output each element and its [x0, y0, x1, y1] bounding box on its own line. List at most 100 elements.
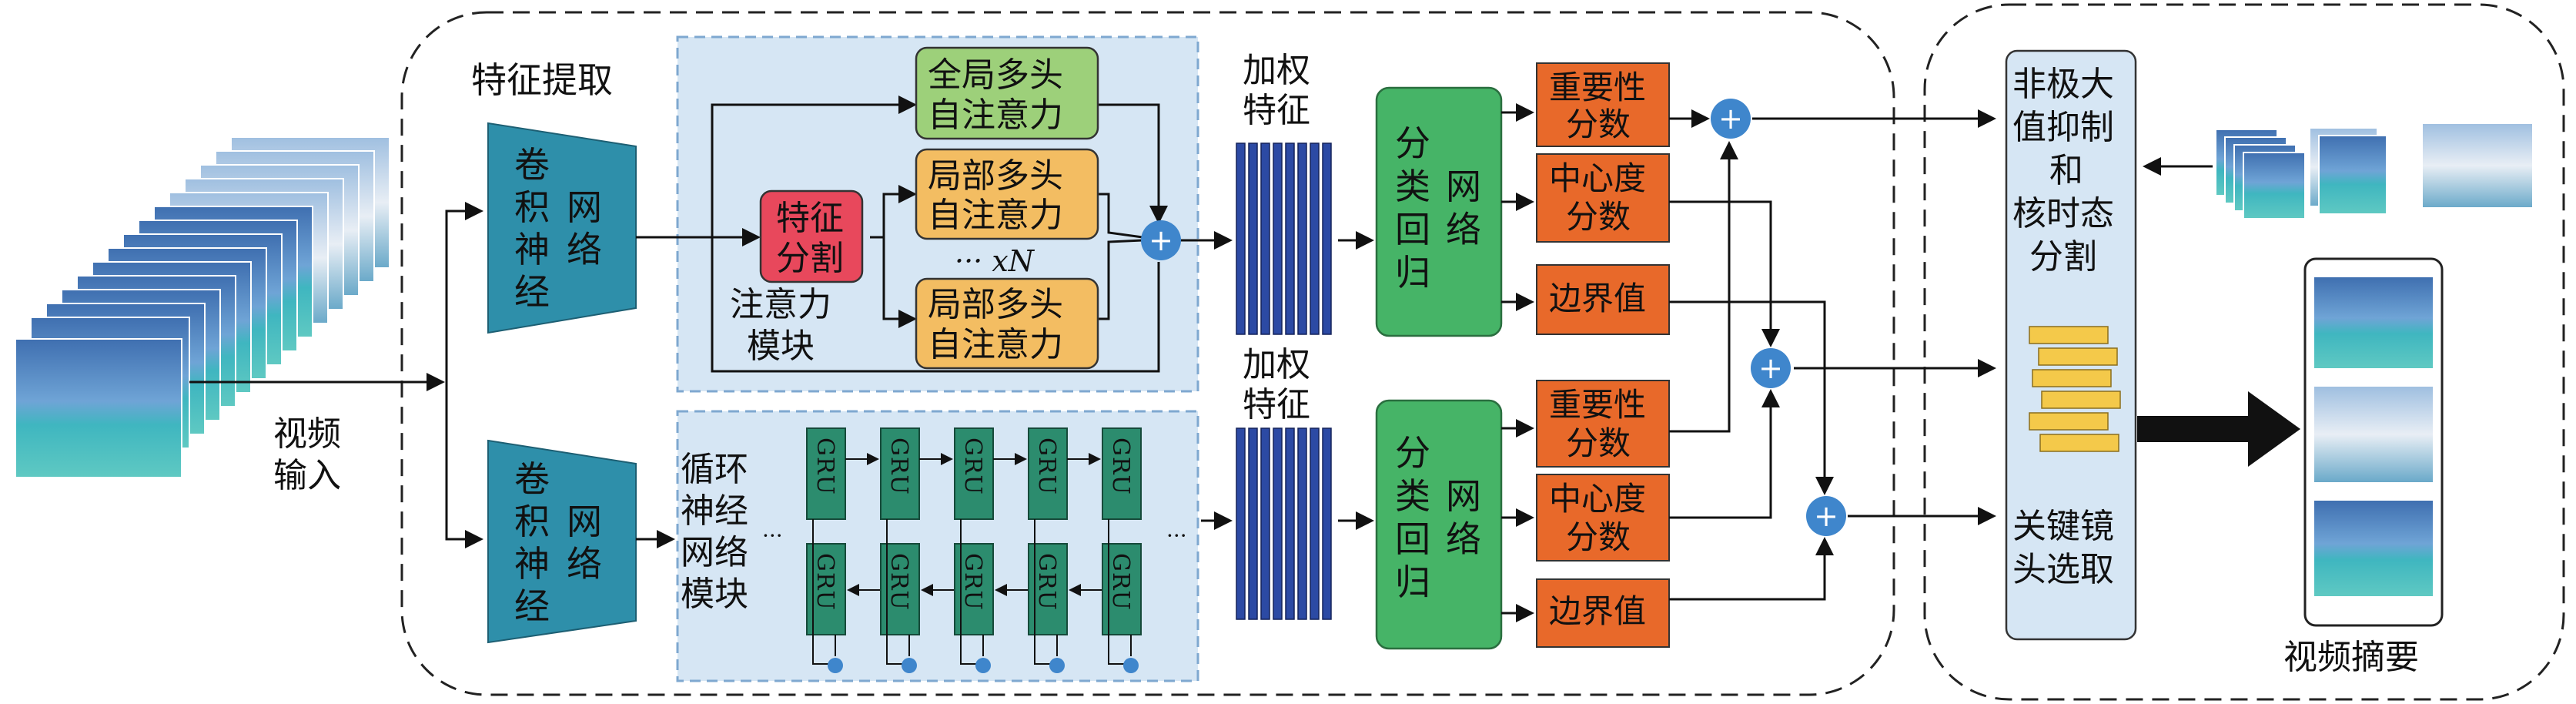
- center-score-bottom: 中心度 分数: [1536, 474, 1670, 562]
- weighted-feature-bar: [1310, 142, 1320, 335]
- weighted-feature-bars-top: [1236, 142, 1332, 335]
- weighted-feature-bar: [1273, 427, 1283, 620]
- svg-text:和: 和: [2049, 151, 2083, 190]
- input-video-frames: [15, 136, 390, 478]
- feature-split-box: 特征 分割: [759, 189, 864, 283]
- segment-bars: [2029, 326, 2121, 452]
- svg-text:神: 神: [514, 543, 550, 585]
- svg-text:GRU: GRU: [1107, 437, 1134, 495]
- svg-text:特征: 特征: [776, 199, 844, 238]
- gru-sum-node: [902, 658, 917, 673]
- svg-text:络: 络: [1446, 518, 1481, 560]
- svg-text:络: 络: [567, 229, 602, 270]
- gru-sum-node: [975, 658, 991, 673]
- attention-module-label-l2: 模块: [747, 327, 815, 366]
- svg-text:分数: 分数: [1566, 198, 1631, 236]
- fusion-plus-node-2: +: [1751, 348, 1791, 388]
- svg-text:+: +: [1718, 102, 1743, 136]
- svg-text:GRU: GRU: [885, 553, 912, 611]
- video-summary-label: 视频摘要: [2283, 638, 2419, 677]
- svg-text:GRU: GRU: [959, 437, 986, 495]
- svg-text:网: 网: [1446, 475, 1481, 517]
- svg-text:重要性: 重要性: [1549, 386, 1646, 424]
- svg-text:GRU: GRU: [811, 437, 838, 495]
- svg-text:+: +: [1758, 351, 1783, 385]
- rnn-ellipsis-left: ···: [762, 523, 783, 548]
- svg-text:GRU: GRU: [1033, 553, 1060, 611]
- svg-text:GRU: GRU: [811, 553, 838, 611]
- weighted-feature-bar: [1260, 427, 1270, 620]
- svg-text:卷: 卷: [514, 144, 550, 186]
- svg-text:积: 积: [514, 501, 550, 542]
- svg-text:头选取: 头选取: [2012, 550, 2114, 589]
- svg-text:归: 归: [1395, 562, 1430, 603]
- weighted-feature-bar: [1297, 427, 1307, 620]
- svg-text:分: 分: [1395, 432, 1430, 474]
- svg-text:非极大: 非极大: [2012, 65, 2114, 104]
- svg-text:分割: 分割: [776, 239, 844, 278]
- importance-score-top: 重要性 分数: [1536, 62, 1670, 147]
- gru-skip-wire: [812, 519, 829, 665]
- center-score-top: 中心度 分数: [1536, 153, 1670, 243]
- gru-sum-node: [1049, 658, 1065, 673]
- feature-extraction-label: 特征提取: [471, 59, 613, 101]
- weighted-feature-bar: [1310, 427, 1320, 620]
- svg-text:局部多头: 局部多头: [928, 156, 1063, 196]
- svg-text:网: 网: [567, 501, 602, 542]
- weighted-feature-bar: [1322, 427, 1332, 620]
- weighted-feature-bar: [1285, 142, 1295, 335]
- svg-text:中心度: 中心度: [1549, 159, 1646, 197]
- weighted-feature-bar: [1260, 142, 1270, 335]
- svg-text:重要性: 重要性: [1549, 69, 1646, 106]
- fusion-plus-node-1: +: [1711, 99, 1751, 139]
- weighted-feature-top-l2: 特征: [1243, 91, 1310, 130]
- gru-cell-top-5: GRU: [1102, 427, 1142, 520]
- svg-text:边界值: 边界值: [1549, 280, 1646, 317]
- svg-text:积: 积: [514, 186, 550, 228]
- svg-text:回: 回: [1395, 518, 1430, 560]
- local-attention-box-2: 局部多头 自注意力: [915, 277, 1099, 370]
- cnn-top: 卷 积 神 经 网 络: [487, 122, 637, 334]
- svg-text:自注意力: 自注意力: [928, 196, 1063, 235]
- svg-text:网: 网: [567, 186, 602, 228]
- candidate-frames: [2215, 122, 2534, 220]
- weighted-feature-bar: [1236, 427, 1246, 620]
- svg-text:类: 类: [1395, 166, 1430, 207]
- rnn-module-label-3: 网络: [681, 533, 748, 572]
- svg-text:核时态: 核时态: [2012, 194, 2114, 233]
- svg-text:边界值: 边界值: [1549, 592, 1646, 630]
- svg-text:经: 经: [514, 585, 550, 627]
- svg-text:类: 类: [1395, 475, 1430, 517]
- svg-text:GRU: GRU: [885, 437, 912, 495]
- gru-sum-node: [1123, 658, 1139, 673]
- weighted-feature-bar: [1236, 142, 1246, 335]
- rnn-module-label-1: 循环: [681, 450, 748, 489]
- svg-text:关键镜: 关键镜: [2012, 507, 2114, 546]
- svg-text:值抑制: 值抑制: [2012, 108, 2114, 147]
- svg-text:中心度: 中心度: [1549, 480, 1646, 518]
- boundary-value-top: 边界值: [1536, 264, 1670, 335]
- weighted-feature-bot-l1: 加权: [1243, 345, 1310, 384]
- svg-text:分数: 分数: [1566, 424, 1631, 462]
- gru-sum-node: [828, 658, 843, 673]
- weighted-feature-bar: [1297, 142, 1307, 335]
- weighted-feature-bar: [1322, 142, 1332, 335]
- weighted-feature-bar: [1248, 427, 1258, 620]
- rnn-ellipsis-right: ···: [1166, 523, 1187, 548]
- svg-text:归: 归: [1395, 252, 1430, 293]
- svg-text:全局多头: 全局多头: [928, 55, 1063, 95]
- svg-text:自注意力: 自注意力: [928, 325, 1063, 364]
- cls-reg-network-top: 分 类 回 归 网 络: [1375, 86, 1503, 337]
- gru-cell-top-2: GRU: [880, 427, 920, 520]
- rnn-module-label-2: 神经: [681, 491, 748, 531]
- cls-reg-network-bottom: 分 类 回 归 网 络: [1375, 399, 1503, 650]
- svg-text:GRU: GRU: [959, 553, 986, 611]
- rnn-module-label-4: 模块: [681, 575, 748, 614]
- svg-text:络: 络: [1446, 209, 1481, 250]
- weighted-feature-bot-l2: 特征: [1243, 385, 1310, 424]
- gru-skip-wire: [886, 519, 903, 665]
- repeat-label: ··· xN: [955, 244, 1035, 278]
- svg-text:分割: 分割: [2029, 237, 2097, 277]
- attention-plus-node: +: [1141, 220, 1181, 260]
